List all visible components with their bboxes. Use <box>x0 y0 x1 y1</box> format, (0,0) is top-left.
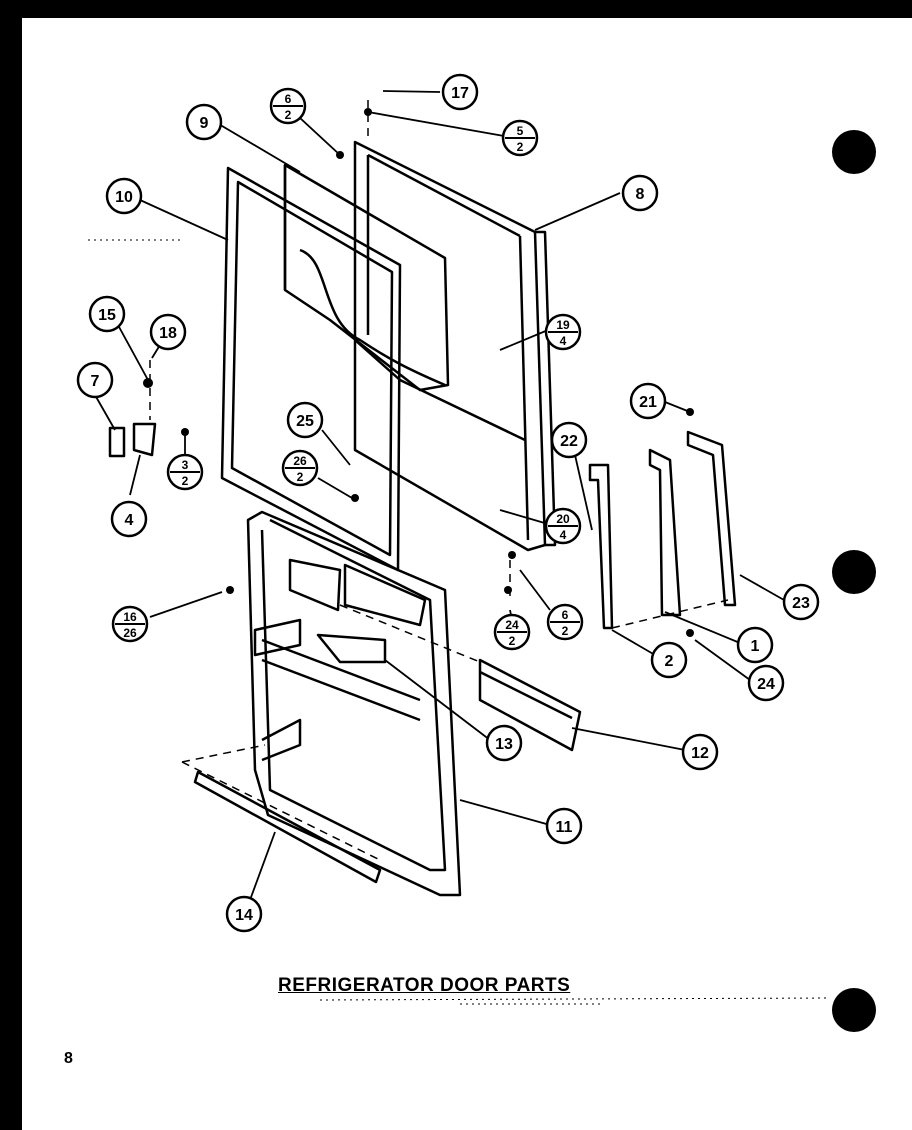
callout-number: 21 <box>639 394 657 411</box>
callout-14: 14 <box>225 895 263 933</box>
callout-number: 16 <box>123 610 137 624</box>
callout-number: 6 <box>562 608 569 622</box>
callout-1: 1 <box>736 626 774 664</box>
callout-17: 17 <box>441 73 479 111</box>
callout-number: 17 <box>451 85 469 102</box>
callout-20-4: 204 <box>544 507 582 545</box>
callout-6-2b: 62 <box>546 603 584 641</box>
callout-4: 4 <box>110 500 148 538</box>
callout-18: 18 <box>149 313 187 351</box>
callout-quantity: 26 <box>123 626 137 640</box>
hinge-bracket-1 <box>648 448 682 617</box>
hinge-bracket-23 <box>686 430 737 607</box>
callout-number: 26 <box>293 454 307 468</box>
callout-number: 6 <box>285 92 292 106</box>
callout-number: 13 <box>495 736 513 753</box>
callout-23: 23 <box>782 583 820 621</box>
bottom-trim-strip <box>193 770 382 884</box>
outer-door-panel <box>353 140 557 552</box>
callout-21: 21 <box>629 382 667 420</box>
callout-6-2a: 62 <box>269 87 307 125</box>
callout-quantity: 2 <box>509 634 516 648</box>
handle-bracket-7 <box>108 426 126 458</box>
callout-number: 8 <box>636 186 645 203</box>
page-number: 8 <box>64 1050 73 1067</box>
callout-number: 2 <box>665 653 674 670</box>
callout-10: 10 <box>105 177 143 215</box>
callout-number: 23 <box>792 595 810 612</box>
callout-number: 19 <box>556 318 570 332</box>
callout-number: 24 <box>757 676 775 693</box>
callout-9: 9 <box>185 103 223 141</box>
callout-26-2: 262 <box>281 449 319 487</box>
callout-number: 15 <box>98 307 116 324</box>
callout-2: 2 <box>650 641 688 679</box>
callout-22: 22 <box>550 421 588 459</box>
callout-number: 14 <box>235 907 253 924</box>
callout-8: 8 <box>621 174 659 212</box>
callout-quantity: 2 <box>297 470 304 484</box>
callout-number: 4 <box>125 512 134 529</box>
callout-quantity: 2 <box>285 108 292 122</box>
callout-13: 13 <box>485 724 523 762</box>
callout-25: 25 <box>286 401 324 439</box>
callout-number: 9 <box>200 115 209 132</box>
callout-number: 22 <box>560 433 578 450</box>
binder-hole-bottom <box>832 988 876 1032</box>
callout-number: 18 <box>159 325 177 342</box>
callout-24-2: 242 <box>493 613 531 651</box>
callout-quantity: 4 <box>560 334 567 348</box>
callout-7: 7 <box>76 361 114 399</box>
handle-part-4 <box>132 422 157 457</box>
hinge-bracket-2 <box>588 463 614 630</box>
callout-15: 15 <box>88 295 126 333</box>
callout-5-2: 52 <box>501 119 539 157</box>
callout-11: 11 <box>545 807 583 845</box>
callout-3-2: 32 <box>166 453 204 491</box>
callout-number: 7 <box>91 373 100 390</box>
callout-number: 5 <box>517 124 524 138</box>
door-liner <box>283 163 450 392</box>
paper-sheet <box>22 18 912 1130</box>
callout-24: 24 <box>747 664 785 702</box>
gasket-frame <box>220 166 402 572</box>
callout-number: 25 <box>296 413 314 430</box>
callout-number: 12 <box>691 745 709 762</box>
callout-quantity: 2 <box>182 474 189 488</box>
door-inner-liner <box>246 510 462 897</box>
callout-number: 10 <box>115 189 133 206</box>
callout-12: 12 <box>681 733 719 771</box>
binder-hole-middle <box>832 550 876 594</box>
door-shelf <box>478 658 582 752</box>
callout-number: 3 <box>182 458 189 472</box>
callout-19-4: 194 <box>544 313 582 351</box>
callout-number: 24 <box>505 618 519 632</box>
callout-quantity: 2 <box>517 140 524 154</box>
callout-quantity: 4 <box>560 528 567 542</box>
binder-hole-top <box>832 130 876 174</box>
callout-number: 1 <box>751 638 760 655</box>
callout-quantity: 2 <box>562 624 569 638</box>
callout-number: 11 <box>556 819 573 836</box>
callout-number: 20 <box>556 512 570 526</box>
diagram-title: REFRIGERATOR DOOR PARTS <box>278 975 571 996</box>
